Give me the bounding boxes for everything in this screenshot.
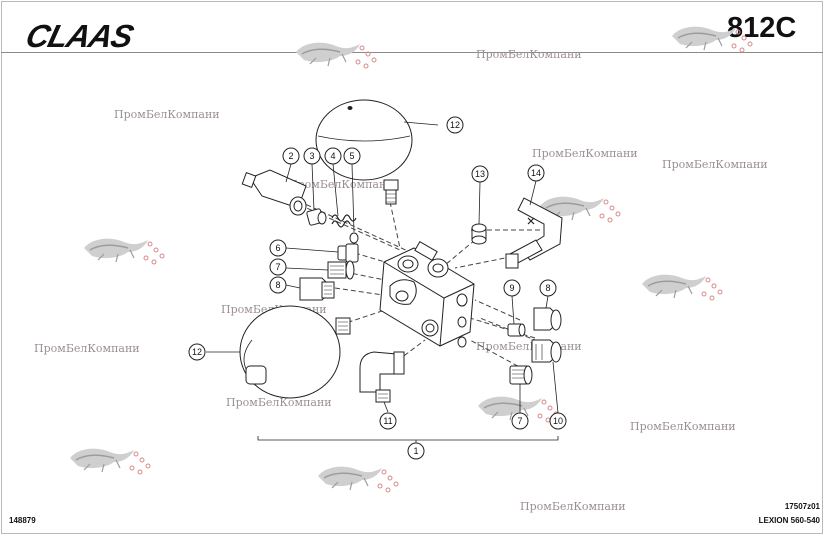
- document-number: 148879: [9, 516, 36, 525]
- callout-7-right-label: 7: [517, 416, 522, 426]
- fitting-7-right-part: [509, 365, 533, 385]
- spring-part: [331, 214, 357, 228]
- watermark-text: ПромБелКомпани: [288, 178, 394, 191]
- callout-8-left: [269, 276, 287, 294]
- callout-6: [269, 239, 287, 257]
- callout-13-label: 13: [475, 169, 485, 179]
- callout-10: [549, 412, 567, 430]
- small-fitting-part: [306, 208, 327, 226]
- callout-8-left-label: 8: [275, 280, 280, 290]
- callout-7-left: [269, 258, 287, 276]
- callout-1: [407, 442, 425, 460]
- watermark-stamp-icon: [69, 447, 151, 475]
- watermark-text: ПромБелКомпани: [114, 108, 220, 121]
- cap-part: [471, 223, 487, 245]
- watermark-text: ПромБелКомпани: [476, 48, 582, 61]
- fitting-7-part: [327, 260, 355, 280]
- callout-1-label: 1: [413, 446, 418, 456]
- callout-8-right-label: 8: [545, 283, 550, 293]
- callout-5: [343, 147, 361, 165]
- watermark-text: ПромБелКомпани: [520, 500, 626, 513]
- callout-13: [471, 165, 489, 183]
- callout-14-label: 14: [531, 168, 541, 178]
- callout-4-label: 4: [330, 151, 335, 161]
- callout-8-right: [539, 279, 557, 297]
- fitting-8-part: [299, 277, 335, 301]
- accumulator-bottom-part: [239, 305, 351, 399]
- watermark-stamp-icon: [671, 25, 753, 53]
- watermark-stamp-icon: [317, 465, 399, 493]
- watermark-stamp-icon: [641, 273, 723, 301]
- watermark-text: ПромБелКомпани: [532, 147, 638, 160]
- watermark-text: ПромБелКомпани: [226, 396, 332, 409]
- watermark-text: ПромБелКомпани: [630, 420, 736, 433]
- fitting-9-part: [507, 323, 526, 337]
- callout-12-top: [446, 116, 464, 134]
- callout-14: [527, 164, 545, 182]
- callout-5-label: 5: [349, 151, 354, 161]
- header-divider: [1, 52, 823, 53]
- fitting-10-part: [531, 339, 562, 363]
- fitting-8-right-part: [533, 307, 562, 331]
- callout-12-bottom: [188, 343, 206, 361]
- callout-4: [324, 147, 342, 165]
- callout-3-label: 3: [309, 151, 314, 161]
- callout-7-right: [511, 412, 529, 430]
- watermark-stamp-icon: [83, 237, 165, 265]
- diagram-reference: 17507z01: [784, 502, 820, 511]
- callout-10-label: 10: [553, 416, 563, 426]
- callout-12-top-label: 12: [450, 120, 460, 130]
- watermark-text: ПромБелКомпани: [662, 158, 768, 171]
- callout-2-label: 2: [288, 151, 293, 161]
- callout-9: [503, 279, 521, 297]
- callout-11-label: 11: [383, 416, 392, 426]
- watermark-text: ПромБелКомпани: [34, 342, 140, 355]
- callout-11: [379, 412, 397, 430]
- fitting-6-part: [337, 243, 359, 263]
- valve-block-part: [379, 240, 475, 348]
- sensor-part: [241, 169, 307, 216]
- watermark-stamp-icon: [295, 41, 377, 69]
- callout-3: [303, 147, 321, 165]
- callout-9-label: 9: [509, 283, 514, 293]
- page-code: 812C: [727, 12, 797, 44]
- elbow-fitting-part: [359, 351, 405, 403]
- ring-part: [349, 232, 359, 244]
- callout-2: [282, 147, 300, 165]
- hose-fitting-part: [505, 197, 563, 269]
- model-label: LEXION 560-540: [758, 516, 820, 525]
- callout-6-label: 6: [275, 243, 280, 253]
- callout-7-left-label: 7: [275, 262, 280, 272]
- callout-12-bottom-label: 12: [192, 347, 202, 357]
